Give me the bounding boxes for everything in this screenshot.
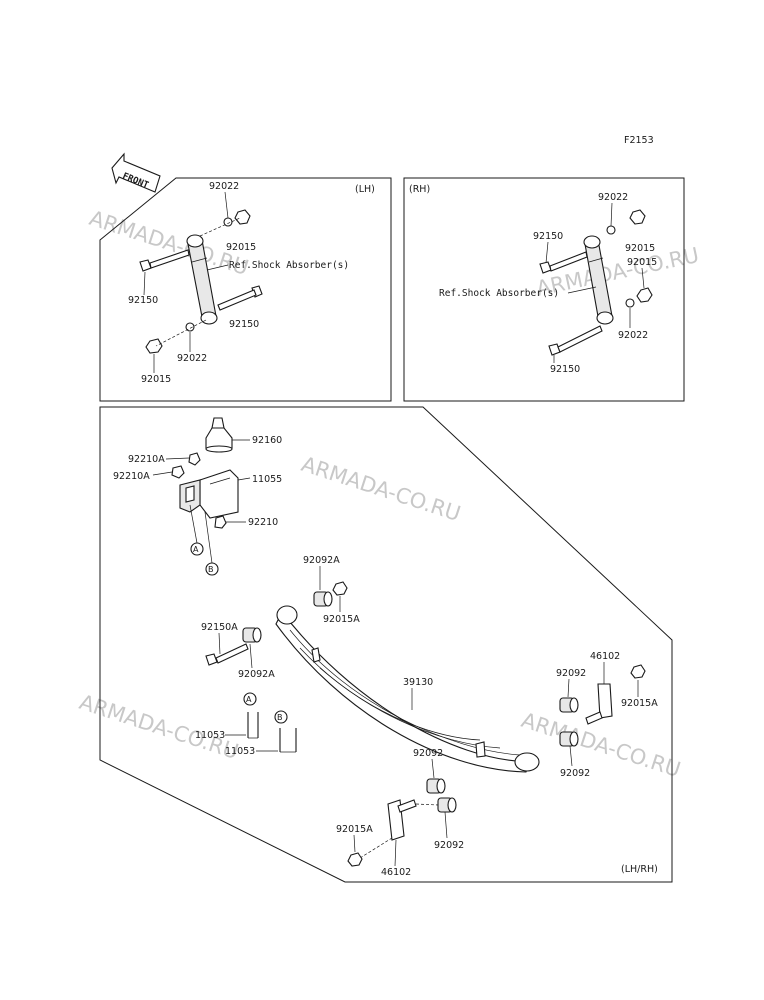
panel-main-frame bbox=[99, 406, 673, 883]
label-92210: 92210 bbox=[248, 517, 278, 528]
nut-icon bbox=[332, 581, 348, 596]
bolt-icon bbox=[217, 285, 263, 311]
watermark-4: ARMADA-CO.RU bbox=[76, 690, 241, 764]
callout-b: B bbox=[208, 565, 214, 574]
label-11053-a: 11053 bbox=[195, 730, 225, 741]
label-92210a-upper: 92210A bbox=[128, 454, 165, 465]
label-11053-b: 11053 bbox=[225, 746, 255, 757]
label-ref-shock-lh: Ref.Shock Absorber(s) bbox=[229, 260, 349, 271]
label-92092a-bottom: 92092A bbox=[238, 669, 275, 680]
label-92092-rear-right: 92092 bbox=[560, 768, 590, 779]
label-92210a-lower: 92210A bbox=[113, 471, 150, 482]
label-46102-lower: 46102 bbox=[381, 867, 411, 878]
label-92092-rear-lower: 92092 bbox=[413, 748, 443, 759]
label-92015-mid-rh: 92015 bbox=[627, 257, 657, 268]
label-92015-top: 92015 bbox=[226, 242, 256, 253]
label-92150a: 92150A bbox=[201, 622, 238, 633]
label-92092-rear-upper: 92092 bbox=[556, 668, 586, 679]
bushing-icon bbox=[313, 591, 333, 607]
panel-lh-frame bbox=[99, 177, 392, 402]
label-92022-bottom: 92022 bbox=[177, 353, 207, 364]
label-92150-top: 92150 bbox=[128, 295, 158, 306]
callout-a: A bbox=[193, 545, 199, 554]
shock-absorber-rh-icon bbox=[583, 235, 614, 325]
label-92015-top-rh: 92015 bbox=[625, 243, 655, 254]
label-92015a-front: 92015A bbox=[323, 614, 360, 625]
label-92015a-rear-lower: 92015A bbox=[336, 824, 373, 835]
shock-absorber-lh-icon bbox=[186, 234, 218, 325]
label-46102-upper: 46102 bbox=[590, 651, 620, 662]
nut-icon bbox=[234, 209, 251, 225]
callout-a-circle bbox=[243, 692, 257, 706]
label-92022-top: 92022 bbox=[209, 181, 239, 192]
nut-icon bbox=[630, 664, 646, 679]
panel-lh: (LH) 92022 92015 Ref.Shock Absorber(s) bbox=[99, 177, 392, 402]
label-92022-bottom-rh: 92022 bbox=[618, 330, 648, 341]
washer-icon bbox=[625, 298, 635, 308]
label-92015-bottom: 92015 bbox=[141, 374, 171, 385]
bolt-icon bbox=[548, 325, 603, 356]
bolt-icon bbox=[139, 249, 190, 272]
nut-icon bbox=[347, 852, 363, 867]
callout-a-2: A bbox=[246, 695, 252, 704]
bushing-icon bbox=[437, 797, 457, 813]
panel-rh: (RH) 92022 92150 92015 92015 Ref.Shock A… bbox=[403, 177, 685, 402]
panel-main: (LH/RH) 92160 11055 92210A 92210A 92210 … bbox=[99, 406, 673, 883]
shackle-icon bbox=[387, 799, 417, 841]
u-bolt-icon bbox=[279, 728, 297, 753]
panel-lh-side-label: (LH) bbox=[355, 184, 375, 195]
watermark-2: ARMADA-CO.RU bbox=[534, 243, 701, 301]
bushing-icon bbox=[559, 731, 579, 747]
bolt-icon bbox=[205, 643, 249, 666]
label-92092-rear-lower2: 92092 bbox=[434, 840, 464, 851]
label-92150-lower: 92150 bbox=[229, 319, 259, 330]
bushing-icon bbox=[242, 627, 262, 643]
panel-rh-frame bbox=[403, 177, 685, 402]
bushing-icon bbox=[559, 697, 579, 713]
washer-icon bbox=[606, 225, 616, 235]
panel-main-side-label: (LH/RH) bbox=[621, 864, 658, 875]
callout-b-circle bbox=[274, 710, 288, 724]
nut-icon bbox=[145, 338, 163, 354]
callout-b-2: B bbox=[277, 713, 283, 722]
nut-icon bbox=[188, 452, 201, 466]
label-92022-top-rh: 92022 bbox=[598, 192, 628, 203]
label-92092a-top: 92092A bbox=[303, 555, 340, 566]
label-92160: 92160 bbox=[252, 435, 282, 446]
bump-stop-icon bbox=[205, 417, 233, 453]
bolt-icon bbox=[539, 251, 588, 274]
label-92150-top-rh: 92150 bbox=[533, 231, 563, 242]
nut-icon bbox=[629, 209, 646, 225]
nut-icon bbox=[636, 287, 653, 303]
leaf-spring-icon bbox=[275, 605, 540, 773]
bushing-icon bbox=[426, 778, 446, 794]
front-arrow-icon: FRONT bbox=[111, 152, 161, 193]
u-bolt-icon bbox=[247, 712, 259, 739]
label-11055: 11055 bbox=[252, 474, 282, 485]
label-92015a-rear-upper: 92015A bbox=[621, 698, 658, 709]
label-ref-shock-rh: Ref.Shock Absorber(s) bbox=[439, 288, 559, 299]
watermark-3: ARMADA-CO.RU bbox=[298, 452, 463, 526]
figure-code: F2153 bbox=[624, 135, 654, 146]
panel-rh-side-label: (RH) bbox=[409, 184, 430, 195]
shackle-icon bbox=[585, 683, 613, 725]
bracket-icon bbox=[179, 469, 239, 519]
label-39130: 39130 bbox=[403, 677, 433, 688]
label-92150-bottom-rh: 92150 bbox=[550, 364, 580, 375]
nut-icon bbox=[171, 465, 185, 479]
nut-icon bbox=[214, 515, 227, 529]
